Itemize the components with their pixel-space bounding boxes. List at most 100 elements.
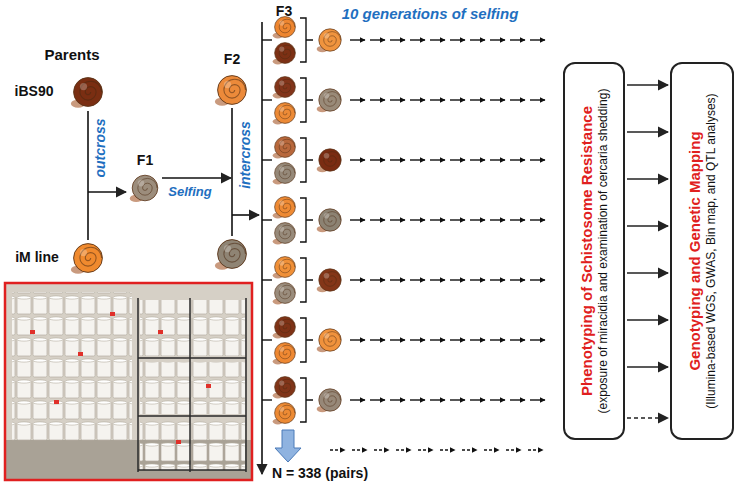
art-part [262, 378, 545, 422]
art-part [87, 111, 89, 240]
art-part [261, 22, 263, 474]
art-part [262, 279, 272, 280]
snail-figures [71, 76, 247, 274]
generation-label: F2 [224, 52, 240, 67]
generation-label: F3 [276, 4, 292, 19]
rotated-text-holder: Genotyping and Genetic Mapping(Illumina-… [672, 64, 732, 438]
art-part [317, 29, 342, 52]
art-part [189, 298, 191, 472]
process-label: intercross [238, 121, 253, 189]
flow-arrow [627, 417, 668, 419]
art-part [317, 149, 342, 172]
art-part [262, 318, 545, 362]
art-part [262, 18, 545, 62]
art-part [273, 343, 296, 365]
art-part [262, 39, 272, 40]
art-part [5, 283, 252, 480]
art-part [350, 339, 545, 340]
art-part [206, 384, 211, 388]
down-block-arrow [275, 430, 301, 462]
art-part [273, 257, 296, 279]
flow-arrow [627, 131, 668, 133]
art-part [12, 292, 132, 442]
art-part [5, 283, 252, 480]
f3-rows [262, 18, 545, 450]
art-part [300, 198, 313, 242]
art-part [88, 191, 126, 193]
art-part [262, 138, 545, 182]
art-part [330, 449, 543, 450]
generation-label: iBS90 [15, 84, 54, 99]
art-part [130, 175, 158, 202]
process-label: 10 generations of selfing [342, 6, 519, 23]
art-part [273, 403, 296, 425]
art-part [300, 318, 313, 362]
art-part [262, 78, 545, 122]
process-label: outcross [93, 118, 108, 177]
art-part [350, 279, 545, 280]
art-part [54, 400, 59, 404]
flow-arrow [627, 84, 668, 86]
art-part [317, 389, 342, 412]
art-part [350, 159, 545, 160]
generation-label: Parents [44, 47, 99, 64]
art-part [300, 378, 313, 422]
process-box: Genotyping and Genetic Mapping(Illumina-… [670, 62, 734, 440]
art-part [317, 269, 342, 292]
art-part [262, 258, 545, 302]
generation-label: F1 [137, 153, 153, 168]
art-part [273, 317, 296, 339]
art-part [350, 39, 545, 40]
process-box: Phenotyping of Schistosome Resistance(ex… [563, 62, 625, 440]
art-part [138, 357, 246, 359]
art-part [273, 43, 296, 65]
art-part [110, 312, 115, 316]
art-part [140, 300, 245, 356]
art-part [273, 223, 296, 245]
lab-photo [5, 283, 252, 480]
art-part [317, 209, 342, 232]
art-part [300, 18, 313, 62]
art-part [71, 78, 103, 108]
art-part [30, 330, 35, 334]
art-part [350, 219, 545, 220]
art-part [273, 137, 296, 159]
art-part [300, 78, 313, 122]
flow-arrow [627, 178, 668, 180]
art-part [330, 449, 543, 450]
box-title: Phenotyping of Schistosome Resistance [578, 106, 596, 396]
flow-arrow [627, 319, 668, 321]
process-label: Selfing [168, 185, 211, 199]
art-part [273, 163, 296, 185]
art-part [245, 298, 247, 472]
art-part [300, 258, 313, 302]
art-part [273, 197, 296, 219]
art-part [350, 99, 545, 100]
art-part [232, 214, 259, 216]
art-part [71, 244, 103, 274]
art-part [273, 377, 296, 399]
box-title: Genotyping and Genetic Mapping [686, 131, 704, 370]
art-part [300, 138, 313, 182]
art-part [262, 219, 272, 220]
box-note: (exposure of miracidia and examination o… [596, 89, 610, 414]
art-part [262, 99, 272, 100]
art-part [140, 420, 245, 470]
art-part [273, 283, 296, 305]
art-part [137, 298, 139, 472]
art-part [350, 399, 545, 400]
generation-label: iM line [15, 250, 59, 265]
flow-arrow [627, 272, 668, 274]
art-part [231, 108, 233, 236]
art-part [138, 469, 246, 471]
art-part [176, 440, 181, 444]
rotated-text-holder: Phenotyping of Schistosome Resistance(ex… [565, 64, 623, 438]
box-note: (Illumina-based WGS, GWAS, Bin map, and … [704, 93, 718, 408]
flow-arrow [627, 225, 668, 227]
art-part [262, 399, 272, 400]
art-part [158, 330, 163, 334]
art-part [215, 76, 247, 106]
